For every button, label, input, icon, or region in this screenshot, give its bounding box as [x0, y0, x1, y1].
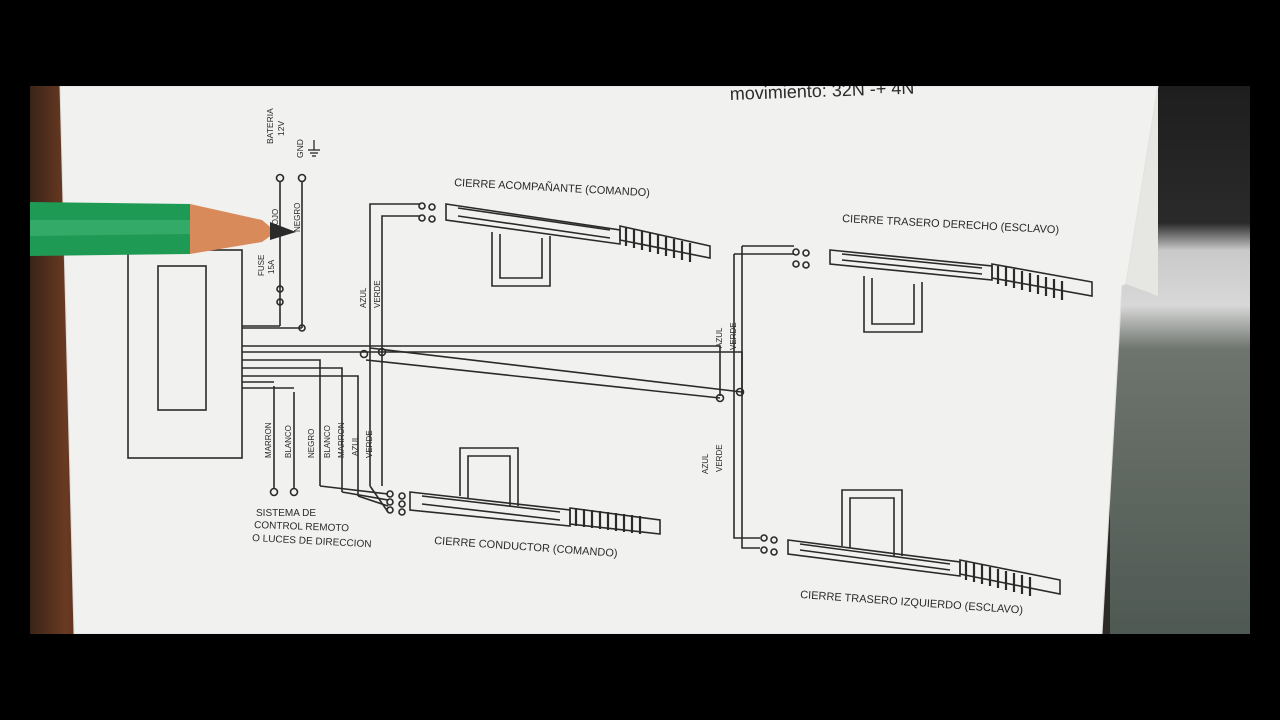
- photo-frame: movimiento: 32N -+ 4N: [30, 86, 1250, 634]
- remote-label-line1: SISTEMA DE: [256, 508, 316, 519]
- driver-wire-2: [341, 491, 389, 501]
- bus-wire-4: [242, 367, 343, 492]
- wire-brown-label-2: MARRON: [337, 422, 346, 458]
- remote-terminal-1: [269, 487, 279, 497]
- battery-label: BATERIA: [265, 108, 275, 144]
- wire-white-label: BLANCO: [284, 425, 293, 458]
- passenger-wire-blue: [369, 203, 420, 486]
- power-to-module: [242, 325, 302, 329]
- control-module-inner: [157, 265, 207, 411]
- driver-wire-4: [369, 485, 389, 513]
- driver-terminal-4: [398, 492, 406, 500]
- fuse-label: FUSE: [257, 255, 266, 276]
- fuse-rating-label: 15A: [267, 259, 276, 274]
- paper-fold-shadow: [1126, 86, 1158, 296]
- remote-terminal-2: [289, 487, 299, 497]
- driver-wire-1: [319, 485, 389, 495]
- driver-terminal-1: [386, 490, 394, 498]
- wire-red-label: ROJO: [271, 209, 280, 231]
- fuse-top: [276, 285, 284, 293]
- rear-right-actuator: [829, 249, 1093, 333]
- rl-terminal-3: [760, 546, 768, 554]
- wire-blue-label-right-top: AZUL: [715, 327, 724, 348]
- rl-terminal-1: [760, 534, 768, 542]
- wire-green-label-right-bottom: VERDE: [715, 444, 724, 472]
- paper-sheet: [59, 86, 1159, 634]
- passenger-terminal-1: [418, 202, 426, 210]
- pencil-wood: [190, 204, 276, 254]
- wire-black-label: NEGRO: [293, 203, 302, 232]
- bus-wire-5: [242, 375, 359, 496]
- main-bus-upper: [369, 347, 743, 393]
- rr-terminal-3: [792, 260, 800, 268]
- main-bus-lower: [365, 359, 721, 399]
- driver-actuator: [409, 447, 661, 535]
- module-to-remote: [242, 381, 294, 389]
- rear-left-actuator: [787, 489, 1061, 596]
- driver-terminal-3: [386, 506, 394, 514]
- ground-icon: [308, 140, 320, 157]
- driver-terminal-5: [398, 500, 406, 508]
- bus-node-3: [715, 393, 725, 403]
- bus-blue: [242, 345, 721, 396]
- rr-terminal-2: [802, 249, 810, 257]
- wire-blue-label-mid: AZUL: [351, 435, 360, 456]
- wire-blue-label-right-bottom: AZUL: [701, 453, 710, 474]
- wire-green-label-top: VERDE: [373, 280, 382, 308]
- ground-label: GND: [295, 139, 305, 158]
- passenger-actuator: [445, 203, 711, 287]
- wire-green-label-right-top: VERDE: [729, 322, 738, 350]
- rl-terminal-4: [770, 548, 778, 556]
- pencil: [30, 202, 296, 256]
- driver-terminal-2: [386, 498, 394, 506]
- bus-wire-3: [242, 359, 321, 486]
- passenger-terminal-2: [428, 203, 436, 211]
- battery-voltage-label: 12V: [276, 121, 286, 136]
- pencil-highlight: [30, 220, 190, 236]
- remote-label-line2: CONTROL REMOTO: [254, 520, 350, 534]
- wiring-diagram: movimiento: 32N -+ 4N: [30, 86, 1159, 634]
- ground-terminal: [297, 173, 307, 183]
- rl-terminal-2: [770, 536, 778, 544]
- rear-right-lead: [734, 245, 794, 255]
- wire-black-label-2: NEGRO: [307, 429, 316, 458]
- rr-terminal-4: [802, 261, 810, 269]
- wire-brown-label: MARRON: [264, 422, 273, 458]
- bus-node-4: [735, 387, 745, 397]
- passenger-wire-green: [381, 215, 420, 486]
- right-bus-green: [741, 246, 760, 549]
- battery-terminal: [275, 173, 285, 183]
- fuse-bottom: [276, 298, 284, 306]
- circuit: [127, 140, 1093, 596]
- right-bus-blue: [733, 254, 760, 539]
- passenger-terminal-3: [418, 214, 426, 222]
- passenger-terminal-4: [428, 215, 436, 223]
- bus-node-1: [359, 349, 369, 359]
- wire-blue-label-top: AZUL: [359, 287, 368, 308]
- wire-green-label-mid: VERDE: [365, 430, 374, 458]
- wire-white-label-2: BLANCO: [323, 425, 332, 458]
- rr-terminal-1: [792, 248, 800, 256]
- pencil-lead: [270, 222, 296, 240]
- driver-terminal-6: [398, 508, 406, 516]
